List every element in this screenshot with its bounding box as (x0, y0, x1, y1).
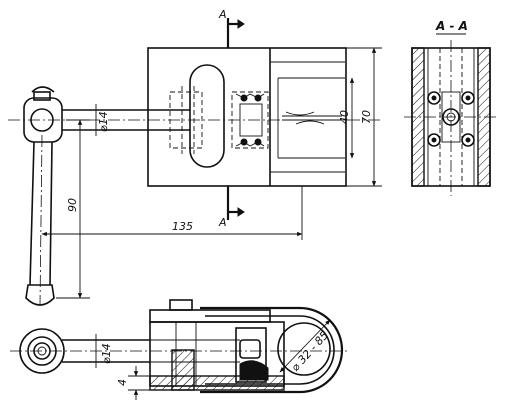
dim-width-40: 40 (338, 77, 355, 159)
top-handle-head (23, 86, 63, 143)
dim-bar-diameter-top: ⌀14 (90, 104, 110, 136)
svg-text:⌀14: ⌀14 (97, 111, 110, 132)
dim-thickness-4: 4 (116, 366, 150, 400)
dim-bar-diameter-bottom: ⌀14 (95, 334, 113, 368)
section-marker-bottom: A (218, 216, 227, 229)
top-view: A A ⌀14 40 (8, 8, 382, 306)
top-slot (189, 64, 225, 168)
bottom-jaw-mechanism (235, 327, 269, 383)
top-bolts (231, 91, 269, 149)
dim-length-135: 135 (41, 186, 303, 240)
section-title: A - A (435, 19, 468, 33)
handle-ball (25, 284, 55, 306)
svg-text:70: 70 (360, 110, 373, 124)
bottom-view: ⌀14 ⌀ 32 - 85 (10, 299, 350, 400)
dim-length-90: 90 (56, 119, 90, 299)
section-view-a-a: A - A (404, 19, 498, 196)
svg-text:⌀14: ⌀14 (100, 343, 113, 364)
svg-text:⌀ 32 - 85: ⌀ 32 - 85 (289, 329, 332, 374)
svg-text:135: 135 (172, 220, 193, 233)
section-marker-top: A (218, 8, 227, 21)
svg-text:40: 40 (338, 110, 351, 124)
svg-text:90: 90 (66, 198, 79, 212)
section-bolts (427, 91, 475, 147)
svg-text:4: 4 (116, 379, 129, 386)
dim-height-70: 70 (346, 47, 382, 187)
clamp-band (200, 306, 344, 394)
top-block-outline (147, 47, 347, 187)
